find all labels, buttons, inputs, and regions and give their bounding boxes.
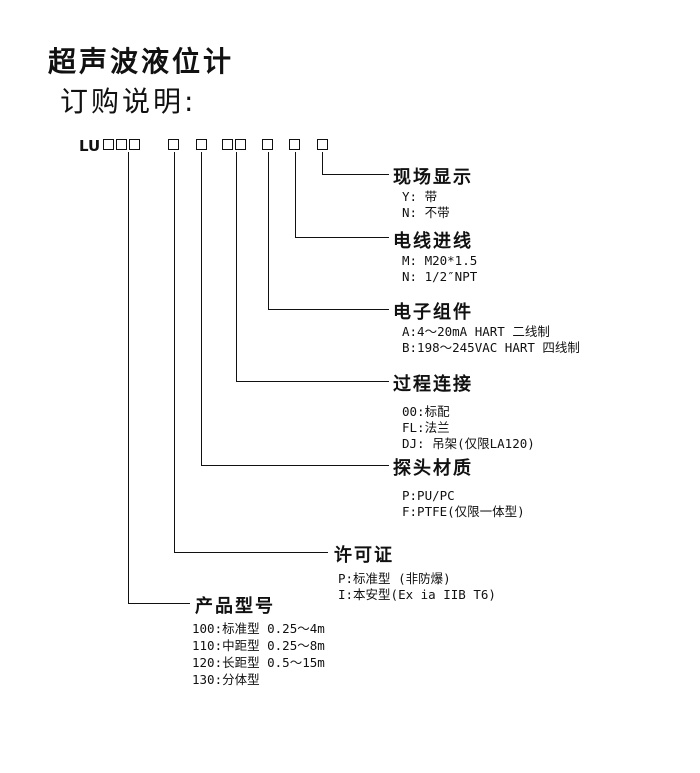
option-process-00: 00:标配 (402, 404, 450, 419)
page-title: 超声波液位计 (48, 45, 235, 78)
page-subtitle: 订购说明: (60, 85, 197, 118)
connector-display-v (322, 152, 323, 174)
connector-cable-h (295, 237, 389, 238)
option-probe-f: F:PTFE(仅限一体型) (402, 504, 525, 519)
option-probe-p: P:PU/PC (402, 488, 455, 503)
option-electronics-b: B:198～245VAC HART 四线制 (402, 340, 580, 355)
section-title-electronics: 电子组件 (393, 302, 473, 323)
section-title-license: 许可证 (334, 545, 394, 566)
connector-product-h (128, 603, 190, 604)
option-license-i: I:本安型(Ex ia IIB T6) (338, 587, 496, 602)
connector-cable-v (295, 152, 296, 237)
code-box-electronics (262, 139, 273, 150)
connector-probe-h (201, 465, 389, 466)
section-title-cable: 电线进线 (393, 231, 473, 252)
connector-process-v (236, 152, 237, 381)
option-display-y: Y: 带 (402, 189, 438, 204)
section-title-display: 现场显示 (393, 167, 473, 188)
code-box-product-3 (129, 139, 140, 150)
option-license-p: P:标准型 (非防爆) (338, 571, 451, 586)
option-product-110: 110:中距型 0.25～8m (192, 638, 325, 653)
code-box-process-2 (235, 139, 246, 150)
connector-process-h (236, 381, 389, 382)
connector-product-v (128, 152, 129, 603)
option-process-dj: DJ: 吊架(仅限LA120) (402, 436, 535, 451)
code-box-product-2 (116, 139, 127, 150)
section-title-process: 过程连接 (393, 374, 473, 395)
code-box-process-1 (222, 139, 233, 150)
option-process-fl: FL:法兰 (402, 420, 450, 435)
connector-electronics-h (268, 309, 389, 310)
code-box-probe (196, 139, 207, 150)
connector-electronics-v (268, 152, 269, 309)
option-product-130: 130:分体型 (192, 672, 260, 687)
model-prefix: LU (79, 137, 101, 155)
section-title-probe: 探头材质 (393, 458, 473, 479)
code-box-cable (289, 139, 300, 150)
section-title-product: 产品型号 (195, 596, 275, 617)
connector-probe-v (201, 152, 202, 465)
option-product-100: 100:标准型 0.25～4m (192, 621, 325, 636)
connector-license-h (174, 552, 328, 553)
code-box-license (168, 139, 179, 150)
option-electronics-a: A:4～20mA HART 二线制 (402, 324, 550, 339)
option-display-n: N: 不带 (402, 205, 450, 220)
code-box-product-1 (103, 139, 114, 150)
connector-display-h (322, 174, 389, 175)
connector-license-v (174, 152, 175, 552)
option-cable-n: N: 1/2″NPT (402, 269, 478, 284)
option-cable-m: M: M20*1.5 (402, 253, 478, 268)
code-box-display (317, 139, 328, 150)
option-product-120: 120:长距型 0.5～15m (192, 655, 325, 670)
